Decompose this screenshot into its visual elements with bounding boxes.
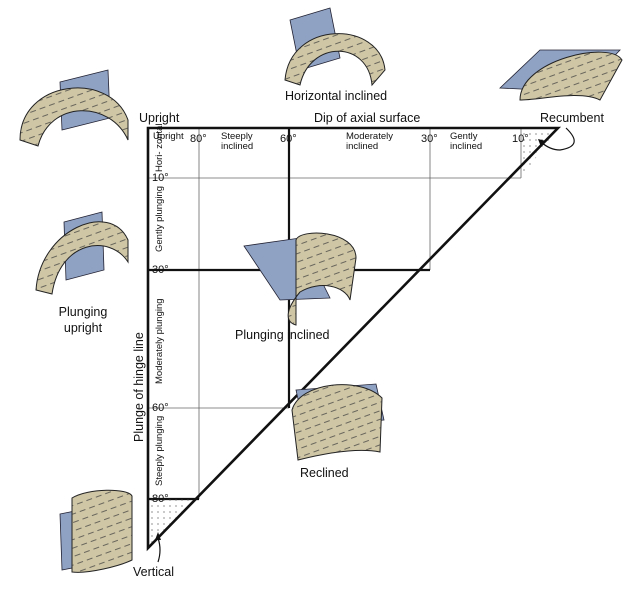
plunge-tick-80: 80°: [152, 493, 169, 505]
dip-tick-60: 60°: [280, 133, 297, 145]
fold-label-reclined: Reclined: [300, 466, 349, 480]
dip-tick-80: 80°: [190, 133, 207, 145]
dip-class-moderately: Moderately inclined: [346, 131, 393, 152]
fold-upright-illustration: [19, 69, 129, 147]
plunge-axis-title: Plunge of hinge line: [132, 332, 146, 442]
dip-tick-10: 10°: [512, 133, 529, 145]
dip-class-gently: Gently inclined: [450, 131, 483, 152]
dip-axis-title: Dip of axial surface: [314, 111, 421, 125]
fold-plunging-upright-illustration: [35, 211, 129, 295]
vertical-arrow: [157, 537, 161, 563]
fold-label-recumbent: Recumbent: [540, 111, 604, 125]
vertical-arrowhead: [155, 532, 161, 540]
fold-label-plunging-upright: Plunging upright: [58, 305, 108, 335]
recumbent-stipple: [521, 128, 558, 178]
plunge-tick-60: 60°: [152, 402, 169, 414]
fold-horizontal-inclined-illustration: [284, 7, 386, 87]
classification-triangle: [146, 126, 562, 552]
recumbent-arrow: [540, 127, 575, 151]
recumbent-arrowhead: [538, 139, 546, 147]
plunge-class-gently: Gently plunging: [154, 185, 165, 252]
plunge-class-steeply: Steeply plunging: [154, 415, 165, 486]
plunge-tick-10: 10°: [152, 172, 169, 184]
dip-tick-30: 30°: [421, 133, 438, 145]
fold-recumbent-illustration: [499, 49, 623, 101]
fold-reclined-illustration: [291, 383, 385, 461]
fold-plunging-inclined-illustration: [243, 232, 357, 326]
fold-label-plunging-inclined: Plunging inclined: [235, 328, 330, 342]
plunge-class-horizontal: Hori- zontal: [154, 123, 165, 172]
fold-label-horizontal-inclined: Horizontal inclined: [285, 89, 388, 103]
plunge-tick-30: 30°: [152, 264, 169, 276]
grid-lines: [148, 128, 522, 499]
fold-label-vertical: Vertical: [133, 565, 174, 579]
dip-class-upright: Upright: [153, 131, 184, 142]
fold-label-upright: Upright: [139, 111, 180, 125]
dip-class-steeply: Steeply inclined: [221, 131, 254, 152]
fold-vertical-illustration: [59, 489, 133, 573]
plunge-class-moderately: Moderately plunging: [154, 298, 165, 384]
